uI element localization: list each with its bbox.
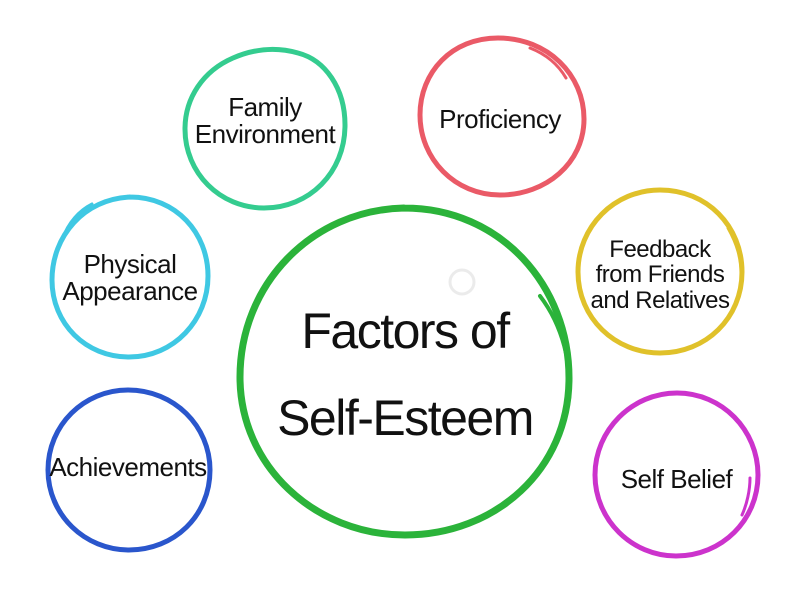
factor-label-physical-appearance: Physical Appearance xyxy=(62,248,198,306)
factor-label-family-environment: Family Environment xyxy=(194,91,336,149)
factor-circle-family-environment xyxy=(182,46,348,211)
center-circle-tail xyxy=(538,294,572,402)
factor-label-self-belief: Self Belief xyxy=(620,464,733,495)
center-title: Factors of Self-Esteem xyxy=(277,302,534,447)
factor-circle-physical-appearance xyxy=(49,194,211,360)
factor-circle-self-belief xyxy=(592,390,761,559)
watermark xyxy=(448,268,476,296)
factor-circle-proficiency xyxy=(417,35,587,198)
factor-circle-feedback xyxy=(575,187,745,356)
factor-label-achievements: Achievements xyxy=(49,452,207,483)
factor-label-feedback: Feedback from Friends and Relatives xyxy=(590,236,730,314)
center-circle xyxy=(236,204,573,539)
factor-label-proficiency: Proficiency xyxy=(439,104,561,135)
factor-circle-achievements xyxy=(45,387,213,553)
center-circle-stroke xyxy=(236,204,573,539)
